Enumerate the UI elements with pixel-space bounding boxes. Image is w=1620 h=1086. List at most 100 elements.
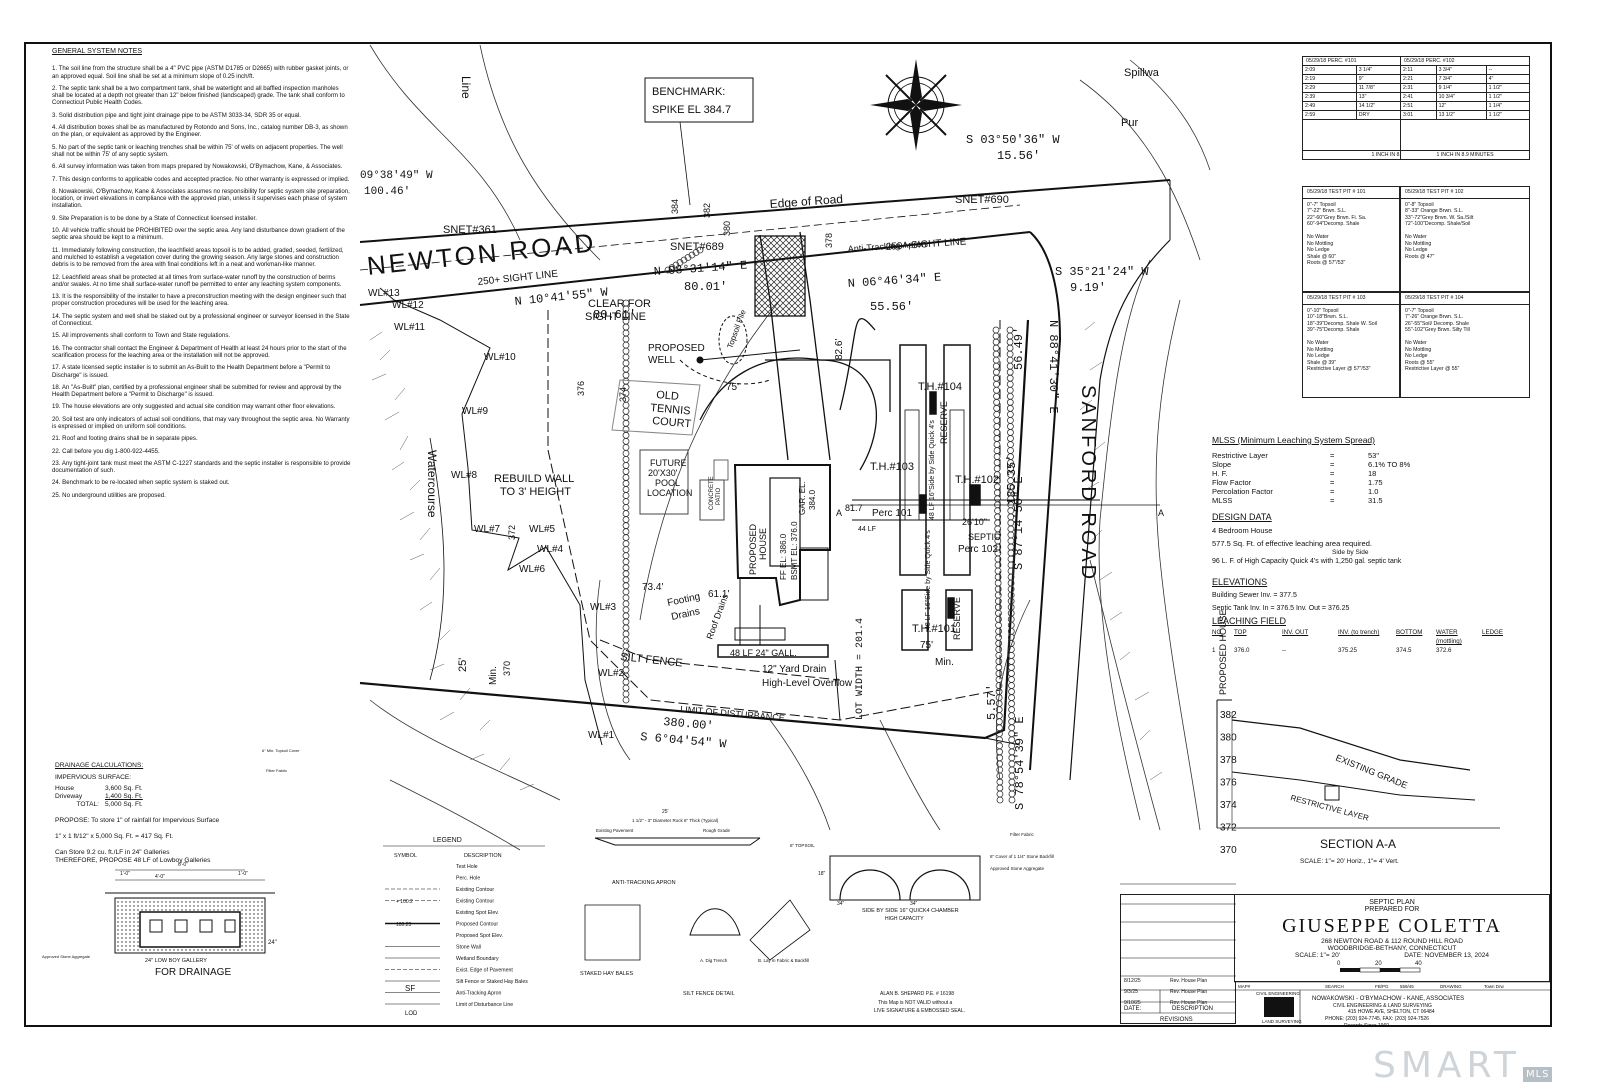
plan-label: S 35°21'24" W xyxy=(1055,265,1149,279)
section-scale: SCALE: 1"= 20' Horiz., 1"= 4' Vert. xyxy=(1300,858,1399,865)
water-well-lines xyxy=(679,349,801,385)
leaching-field-cell: 376.0 xyxy=(1234,647,1250,654)
plan-label: S 87°14'50" E xyxy=(1012,476,1026,570)
wetland-flag-label: WL#8 xyxy=(451,470,478,481)
note-item: 2. The septic tank shall be a two compar… xyxy=(52,84,345,107)
mlss-cell: 31.5 xyxy=(1368,496,1383,505)
note-item: 23. Any tight-joint tank must meet the A… xyxy=(52,459,351,475)
legend-symbol-header: SYMBOL xyxy=(394,853,417,859)
scale-bar-label: 0 xyxy=(1337,961,1341,967)
plan-label: SILT FENCE xyxy=(620,651,683,669)
test-pit-line: Roots @ 57"/53" xyxy=(1307,260,1346,267)
scale-bar-label: 20 xyxy=(1375,961,1382,967)
prepared-for-label: PREPARED FOR xyxy=(1364,906,1420,913)
note-item: 13. It is the responsibility of the inst… xyxy=(52,293,347,308)
perc-102-rate: 1 INCH IN 8.9 MINUTES xyxy=(1400,151,1530,160)
test-pit-line: 0"-7" Topsoil xyxy=(1307,201,1336,208)
mlss-cell: Slope xyxy=(1212,460,1232,469)
detail-note: A. Dig Trench xyxy=(700,958,728,963)
legend-item: Proposed Contour xyxy=(456,922,498,928)
topsoil-pile xyxy=(718,315,748,365)
note-item: 9. Site Preparation is to be done by a S… xyxy=(52,214,257,222)
detail-note: Rough Grade xyxy=(703,828,731,833)
leaching-field-cell: INV. OUT xyxy=(1282,629,1309,636)
test-pit-line: No Ledge xyxy=(1307,247,1330,254)
title-box: SEPTIC PLAN PREPARED FOR GIUSEPPE COLETT… xyxy=(1234,894,1550,982)
legend-item: Wetland Boundary xyxy=(456,956,499,962)
wetland-flag-label: WL#1 xyxy=(588,730,615,741)
mlss-cell: 18 xyxy=(1368,469,1377,478)
plan-label: 135.35' xyxy=(1005,455,1019,505)
plan-label: 61.1' xyxy=(708,589,729,600)
plan-label: T.H.#102 xyxy=(955,474,999,486)
note-item: 15. All improvements shall conform to To… xyxy=(52,332,231,340)
leaching-field-cell: BOTTOM xyxy=(1396,629,1423,636)
plan-label: N 06°46'34" E xyxy=(847,270,941,290)
driveway xyxy=(699,231,891,471)
plan-label: S 03°50'36" W xyxy=(966,133,1060,147)
plan-label: 80.01' xyxy=(684,280,727,294)
revision-description: Rev. House Plan xyxy=(1170,989,1207,995)
firm-address: 415 HOWE AVE, SHELTON, CT 06484 xyxy=(1348,1009,1435,1015)
drainage-detail-title: FOR DRAINAGE xyxy=(155,967,231,978)
test-pit-head: 05/29/18 TEST PIT # 103 xyxy=(1303,293,1399,305)
scale-bar xyxy=(1340,967,1421,973)
plan-label: SEPTIC xyxy=(968,532,1001,542)
plan-label: BSMT EL: 376.0 xyxy=(790,521,799,580)
search-label: SEARCH xyxy=(1325,984,1344,989)
design-data-title: DESIGN DATA xyxy=(1212,512,1272,522)
plan-label: Min. xyxy=(935,657,954,668)
test-pit-head: 05/29/18 TEST PIT # 101 xyxy=(1303,187,1399,199)
mlss-cell: 1.0 xyxy=(1368,487,1379,496)
section-tick-label: 370 xyxy=(1220,845,1237,856)
gallery-dim: 6'-0" xyxy=(178,862,188,868)
plan-label: PATIO xyxy=(716,488,722,505)
section-tick-label: 378 xyxy=(1220,755,1237,766)
newton-road xyxy=(359,179,1171,781)
legend-item: Existing Spot Elev. xyxy=(456,910,499,916)
detail-note: 1 1/2" - 3" Diameter Rock 6" Thick (Typi… xyxy=(632,818,719,823)
septic-tank-inv: Septic Tank Inv. In = 376.5 Inv. Out = 3… xyxy=(1212,605,1350,612)
restrictive-layer-label: RESTRICTIVE LAYER xyxy=(1289,793,1370,823)
revision-description: Rev. House Plan xyxy=(1170,978,1207,984)
wetland-flag-label: WL#5 xyxy=(529,524,556,535)
plan-label: POOL xyxy=(655,478,680,488)
plan-label: Pur xyxy=(1121,117,1138,129)
plan-label: SEPTIC PLAN xyxy=(1369,899,1415,906)
revisions-title: REVISIONS xyxy=(1160,1017,1193,1023)
total-value: 5,000 Sq. Ft. xyxy=(105,801,143,808)
gallery-and-drains xyxy=(717,578,841,721)
perc-cell: 1 1/2" xyxy=(1485,110,1531,120)
north-arrow xyxy=(870,59,962,151)
chamber-detail-title: SIDE BY SIDE 16" QUICK4 CHAMBER xyxy=(862,908,959,914)
plan-label: TO 3' HEIGHT xyxy=(500,486,571,498)
side-by-side-text: Side by Side xyxy=(1332,549,1369,556)
existing-grade-label: EXISTING GRADE xyxy=(1334,753,1409,791)
test-pit-line: No Water xyxy=(1405,339,1427,346)
wetland-flag-label: WL#11 xyxy=(394,322,425,333)
test-pit-line: 60"-94"Decomp. Shale xyxy=(1307,221,1360,228)
plan-label: 82.6' xyxy=(834,339,845,360)
plan-label: OLD xyxy=(656,389,680,403)
section-house-label: PROPOSED HOUSE xyxy=(1218,609,1228,695)
leaching-field-cell: -- xyxy=(1282,647,1287,654)
old-tennis-court xyxy=(611,379,701,436)
test-pit-line: 33"-72"Grey Brwn. W. Sa./Silt xyxy=(1405,214,1474,221)
mlss-cell: Percolation Factor xyxy=(1212,487,1273,496)
plan-label: 9.19' xyxy=(1070,281,1106,295)
legend-item: Anti-Tracking Apron xyxy=(456,991,501,997)
stone-walls xyxy=(622,246,1016,804)
test-pit-line: Shale @ 60" xyxy=(1307,253,1337,260)
plan-label: 75' xyxy=(920,640,933,651)
plan-label: 20'X30' xyxy=(648,468,678,478)
house-value: 3,600 Sq. Ft. xyxy=(105,785,143,792)
contour-label: 380 xyxy=(722,221,732,236)
title-block: SEPTIC PLAN PREPARED FOR GIUSEPPE COLETT… xyxy=(1120,894,1550,1024)
land-surveying-label: LAND SURVEYING xyxy=(1262,1019,1302,1024)
plan-label: 48 LF 24" GALL. xyxy=(730,648,797,658)
detail-note: Filter Fabric xyxy=(1010,832,1035,837)
plan-label: FF EL: 386.0 xyxy=(779,533,788,580)
bedroom-text: 4 Bedroom House xyxy=(1212,526,1273,535)
